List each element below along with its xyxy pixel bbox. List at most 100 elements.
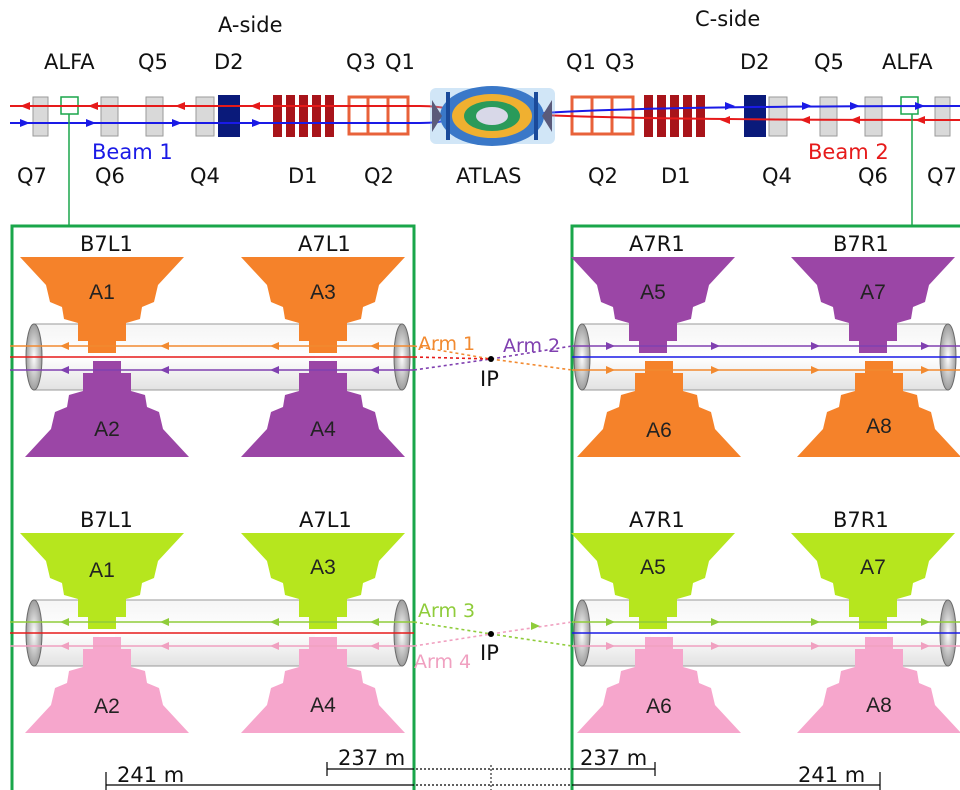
- detector-pot-a6-top: [577, 361, 741, 457]
- frame-c-side: [570, 224, 960, 790]
- trajectory-arrow: [811, 342, 820, 350]
- beam-2-label: Beam 2: [808, 140, 889, 164]
- detector-pot-a5-bottom: [571, 533, 735, 629]
- detector-label-a8: A8: [866, 415, 892, 438]
- station-a-inner-bottom: A7L1: [299, 508, 352, 532]
- distance-scale: [105, 762, 881, 790]
- label-a-d1: D1: [288, 164, 318, 188]
- detector-label-a1: A1: [89, 281, 115, 304]
- detector-edge: [315, 353, 331, 356]
- station-a-outer-top: B7L1: [80, 232, 133, 256]
- trajectory-arrow: [921, 366, 930, 374]
- trajectory-arrow: [531, 622, 540, 630]
- trajectory-arrow: [160, 642, 169, 650]
- station-c-outer-top: B7R1: [833, 232, 889, 256]
- detector-edge: [99, 634, 115, 637]
- magnet-a-q6: [100, 96, 119, 137]
- trajectory-arrow: [370, 366, 379, 374]
- detector-edge: [865, 353, 881, 356]
- trajectory-arrow: [160, 342, 169, 350]
- label-c-q3: Q3: [605, 50, 635, 74]
- detector-label-a6: A6: [646, 419, 672, 442]
- magnet-c-d1: [644, 95, 705, 137]
- label-c-alfa: ALFA: [882, 50, 933, 74]
- ip-label-bottom: IP: [480, 641, 499, 665]
- ip-label-top: IP: [480, 367, 499, 391]
- detector-pot-a3-top: [241, 257, 405, 353]
- arm-4-label: Arm 4: [414, 651, 471, 673]
- trajectory-arrow: [606, 342, 615, 350]
- c-side-label: C-side: [695, 7, 760, 31]
- detector-label-a2: A2: [94, 695, 120, 718]
- trajectory-arrow: [160, 618, 169, 626]
- detector-label-a5: A5: [640, 281, 666, 304]
- magnet-c-q5: [819, 96, 838, 137]
- detector-pot-a7-top: [791, 257, 955, 353]
- magnet-c-d2: [744, 95, 766, 137]
- detector-pot-a4-bottom: [241, 637, 405, 733]
- detector-edge: [645, 629, 661, 632]
- detector-edge: [645, 353, 661, 356]
- trajectory-arrow: [60, 642, 69, 650]
- magnet-a-d2: [218, 95, 240, 137]
- detector-pot-a3-bottom: [241, 533, 405, 629]
- detector-edge: [871, 634, 887, 637]
- detector-pot-a1-bottom: [20, 533, 184, 629]
- label-a-q7: Q7: [17, 164, 47, 188]
- magnet-c-q4: [768, 96, 788, 137]
- trajectory-arrow: [370, 618, 379, 626]
- detector-label-a3: A3: [310, 556, 336, 579]
- station-c-inner-top: A7R1: [629, 232, 685, 256]
- detector-pot-a8-bottom: [797, 637, 960, 733]
- label-c-q6: Q6: [858, 164, 888, 188]
- label-a-q3: Q3: [346, 50, 376, 74]
- detector-label-a1: A1: [89, 559, 115, 582]
- detector-label-a3: A3: [310, 281, 336, 304]
- trajectory-arrow: [270, 618, 279, 626]
- detector-edge: [94, 629, 110, 632]
- detector-pot-a6-bottom: [577, 637, 741, 733]
- distance-a-inner: 237 m: [338, 746, 405, 770]
- label-c-q5: Q5: [814, 50, 844, 74]
- trajectory-arrow: [711, 618, 720, 626]
- label-a-q4: Q4: [190, 164, 220, 188]
- detector-edge: [865, 629, 881, 632]
- trajectory-arrow: [606, 642, 615, 650]
- trajectory-arrow: [270, 342, 279, 350]
- trajectory-arrow: [160, 366, 169, 374]
- detector-pot-a8-top: [797, 361, 960, 457]
- label-c-q4: Q4: [762, 164, 792, 188]
- frame-a-side: [10, 224, 416, 790]
- ip-point-bottom: [488, 631, 494, 637]
- trajectories-bottom: [10, 621, 960, 647]
- detector-pot-a5-top: [571, 257, 735, 353]
- trajectory-arrow: [811, 366, 820, 374]
- trajectory-arrow: [270, 642, 279, 650]
- detector-pot-a2-top: [25, 361, 189, 457]
- trajectory-arrow: [921, 342, 930, 350]
- label-atlas: ATLAS: [456, 164, 521, 188]
- detector-label-a5: A5: [640, 556, 666, 579]
- trajectory-arrow: [370, 642, 379, 650]
- label-a-q1: Q1: [385, 50, 415, 74]
- detector-edge: [99, 358, 115, 361]
- magnet-a-d1: [273, 95, 334, 137]
- magnet-c-q6: [864, 96, 883, 137]
- label-a-q6: Q6: [95, 164, 125, 188]
- trajectory-arrows: [60, 342, 930, 650]
- station-c-inner-bottom: A7R1: [629, 508, 685, 532]
- label-c-d2: D2: [740, 50, 770, 74]
- trajectory-arrow: [606, 618, 615, 626]
- arm-3-label: Arm 3: [418, 600, 475, 622]
- detector-label-a7: A7: [860, 281, 886, 304]
- magnet-a-q4: [195, 96, 215, 137]
- distance-c-outer: 241 m: [798, 763, 865, 787]
- detector-edge: [651, 634, 667, 637]
- trajectory-arrow: [811, 642, 820, 650]
- trajectory-arrow: [60, 342, 69, 350]
- label-a-q2: Q2: [364, 164, 394, 188]
- detector-label-a8: A8: [866, 694, 892, 717]
- detector-edge: [871, 358, 887, 361]
- station-a-inner-top: A7L1: [298, 232, 351, 256]
